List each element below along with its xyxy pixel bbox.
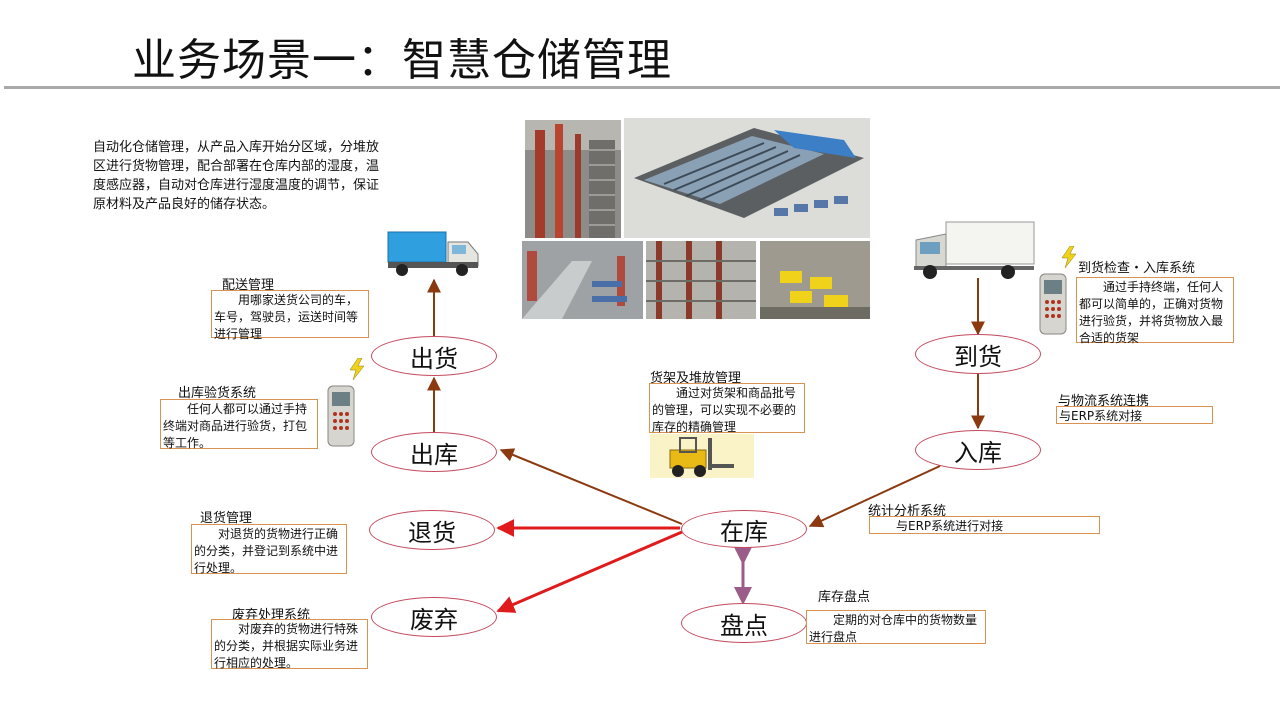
lightning-icon (1061, 246, 1077, 268)
node-feiqi: 废弃 (371, 597, 497, 637)
handheld-terminal-icon (1039, 273, 1067, 335)
note-title-huojia: 货架及堆放管理 (650, 371, 742, 386)
note-title-peisong: 配送管理 (222, 278, 275, 293)
note-title-tuihuo: 退货管理 (200, 511, 253, 526)
note-peisong: 用哪家送货公司的车，车号，驾驶员，运送时间等进行管理 (211, 290, 369, 341)
forklift-icon (650, 434, 754, 478)
node-zaiku: 在库 (681, 510, 807, 548)
node-ruku: 入库 (915, 430, 1041, 470)
note-tuihuo: 对退货的货物进行正确的分类，并登记到系统中进行处理。 (191, 524, 347, 575)
note-title-kucun: 库存盘点 (818, 590, 871, 605)
arrow-zaiku-chuku (499, 448, 683, 525)
note-title-chuku-yanhuo: 出库验货系统 (178, 386, 257, 401)
refrigerated-truck-icon (914, 221, 1035, 279)
node-pandian: 盘点 (681, 603, 807, 643)
node-chuhuo: 出货 (371, 336, 497, 376)
note-tongji: 与ERP系统进行对接 (869, 516, 1100, 534)
note-daohuo: 通过手持终端，任何人都可以简单的，正确对货物进行验货，并将货物放入最合适的货架 (1076, 277, 1234, 345)
note-kucun: 定期的对仓库中的货物数量进行盘点 (806, 610, 986, 644)
handheld-terminal-icon (327, 385, 355, 447)
title-divider (4, 86, 1280, 89)
note-title-daohuo: 到货检查・入库系统 (1078, 261, 1196, 276)
note-feiqi: 对废弃的货物进行特殊的分类，并根据实际业务进行相应的处理。 (211, 619, 368, 670)
warehouse-photo-boxes (760, 241, 870, 319)
node-chuku: 出库 (371, 432, 497, 472)
lightning-icon (349, 358, 365, 380)
note-title-wuliu: 与物流系统连携 (1058, 394, 1150, 409)
arrow-ruku-zaiku (808, 465, 941, 528)
note-wuliu: 与ERP系统对接 (1056, 406, 1213, 424)
warehouse-photo-aerial (624, 118, 870, 238)
note-huojia: 通过对货架和商品批号的管理，可以实现不必要的库存的精确管理 (649, 383, 805, 434)
note-chuku-yanhuo: 任何人都可以通过手持终端对商品进行验货，打包等工作。 (160, 399, 318, 450)
node-daohuo: 到货 (915, 334, 1041, 374)
page-title: 业务场景一：智慧仓储管理 (132, 35, 672, 86)
node-tuihuo: 退货 (369, 510, 495, 550)
note-title-tongji: 统计分析系统 (868, 504, 947, 519)
delivery-truck-icon (387, 231, 479, 276)
warehouse-photo-conveyor (522, 241, 643, 319)
arrow-zaiku-feiqi (496, 530, 683, 613)
warehouse-photo-racks (525, 120, 621, 238)
warehouse-photo-shelves (646, 241, 756, 319)
intro-text: 自动化仓储管理，从产品入库开始分区域，分堆放区进行货物管理，配合部署在仓库内部的… (93, 140, 380, 212)
